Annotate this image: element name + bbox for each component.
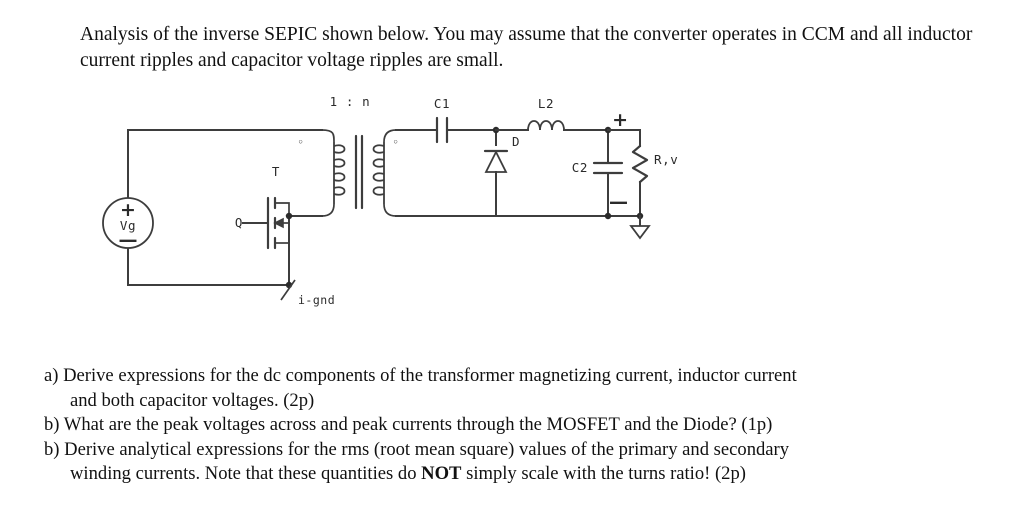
transformer-label: T [272, 164, 280, 179]
c2-label: C2 [572, 160, 588, 175]
capacitor-c1: C1 [431, 96, 497, 144]
inductor-l2: L2 [495, 96, 609, 131]
source-branch: + Vg — [102, 129, 154, 286]
source-minus-sign: — [119, 229, 138, 251]
junction-dot [604, 212, 612, 220]
voltage-source-vg [102, 197, 154, 249]
mosfet-q: Q [235, 196, 323, 286]
mosfet-body-arrow [273, 217, 284, 229]
i-gnd-label: i-gnd [298, 293, 335, 307]
question-a-line2: and both capacitor voltages. (2p) [70, 389, 315, 411]
question-item-a: a) Derive expressions for the dc compone… [44, 364, 1012, 413]
primary-dot-marker: ◦ [297, 135, 304, 149]
question-item-b1: b) What are the peak voltages across and… [44, 413, 1012, 438]
output-plus-sign: + [612, 109, 628, 131]
question-b2-post: simply scale with the turns ratio! (2p) [461, 463, 746, 485]
l2-label: L2 [538, 96, 554, 111]
circuit-schematic: + Vg — [0, 80, 760, 340]
diode-label: D [512, 134, 520, 149]
ground-symbol [629, 215, 651, 240]
turns-ratio-label: 1 : n [330, 94, 371, 109]
c1-label: C1 [434, 96, 450, 111]
load-label: R,v [654, 152, 678, 167]
question-a-line1: a) Derive expressions for the dc compone… [44, 365, 797, 386]
junction-dot [285, 212, 293, 220]
question-b2-line2: winding currents. Note that these quanti… [44, 462, 1012, 487]
question-list: a) Derive expressions for the dc compone… [44, 364, 1012, 487]
primary-top-rail [127, 129, 335, 143]
load-resistor: R,v + — [607, 109, 678, 217]
diode-triangle [484, 149, 508, 173]
question-b1-line1: b) What are the peak voltages across and… [44, 414, 773, 436]
capacitor-c2: C2 [572, 129, 624, 217]
question-b2-pre: winding currents. Note that these quanti… [70, 463, 422, 485]
question-b2-emphasis: NOT [421, 463, 462, 485]
question-item-b2: b) Derive analytical expressions for the… [44, 438, 1012, 487]
question-b2-line1: b) Derive analytical expressions for the… [44, 438, 790, 460]
diode-d: D [483, 129, 520, 217]
source-plus-sign: + [120, 199, 136, 221]
problem-statement: Analysis of the inverse SEPIC shown belo… [80, 23, 973, 71]
i-gnd-marker: i-gnd [280, 279, 335, 307]
mosfet-label: Q [235, 215, 243, 230]
secondary-dot-marker: ◦ [392, 135, 399, 149]
output-minus-sign: — [609, 191, 628, 213]
transformer-t: 1 : n T ◦ [272, 94, 433, 217]
source-label: Vg [120, 218, 136, 233]
